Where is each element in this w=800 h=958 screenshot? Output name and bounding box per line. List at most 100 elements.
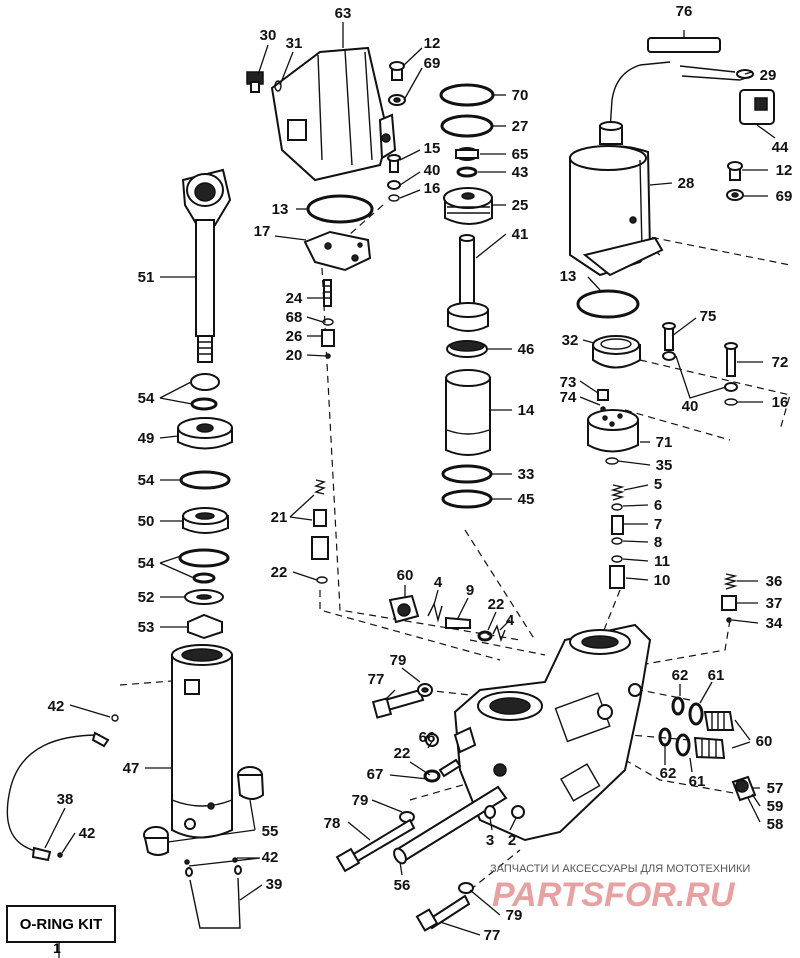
label-part-40: 40 xyxy=(424,162,441,179)
label-part-28: 28 xyxy=(678,175,695,192)
label-part-75: 75 xyxy=(700,308,717,325)
label-part-30: 30 xyxy=(260,27,277,44)
label-part-55: 55 xyxy=(262,823,279,840)
leader-lines xyxy=(44,22,776,958)
valve-parts-middle xyxy=(311,479,506,643)
part-labels: 76 29 44 28 12 69 30 31 63 12 69 70 27 6… xyxy=(48,3,793,944)
trim-motor-assembly xyxy=(569,37,775,277)
label-part-69: 69 xyxy=(776,188,793,205)
label-part-70: 70 xyxy=(512,87,529,104)
label-part-33: 33 xyxy=(518,466,535,483)
label-part-25: 25 xyxy=(512,197,529,214)
label-part-65: 65 xyxy=(512,146,529,163)
label-part-71: 71 xyxy=(656,434,673,451)
label-part-49: 49 xyxy=(138,430,155,447)
label-part-62: 62 xyxy=(660,765,677,782)
label-part-60: 60 xyxy=(397,567,414,584)
label-part-77: 77 xyxy=(484,927,501,944)
label-part-74: 74 xyxy=(560,389,577,406)
label-part-16: 16 xyxy=(424,180,441,197)
label-part-39: 39 xyxy=(266,876,283,893)
part-14-cylinder xyxy=(445,377,491,456)
part-13-ring-right xyxy=(576,289,640,319)
label-part-52: 52 xyxy=(138,589,155,606)
label-part-79: 79 xyxy=(352,792,369,809)
label-part-54: 54 xyxy=(138,555,155,572)
label-part-15: 15 xyxy=(424,140,441,157)
label-part-36: 36 xyxy=(766,573,783,590)
label-part-17: 17 xyxy=(254,223,271,240)
label-part-68: 68 xyxy=(286,309,303,326)
part-70-ring xyxy=(439,83,495,107)
label-part-45: 45 xyxy=(518,491,535,508)
trim-cylinder-assembly xyxy=(6,168,265,929)
label-part-63: 63 xyxy=(335,5,352,22)
screw-12-69-right xyxy=(726,161,744,201)
label-part-29: 29 xyxy=(760,67,777,84)
label-part-10: 10 xyxy=(654,572,671,589)
watermark-tagline: ЗАПЧАСТИ И АКСЕССУАРЫ ДЛЯ МОТОТЕХНИКИ xyxy=(490,863,750,875)
label-part-21: 21 xyxy=(271,509,288,526)
label-part-6: 6 xyxy=(654,497,662,514)
label-part-37: 37 xyxy=(766,595,783,612)
watermark-brand: PARTSFOR.RU xyxy=(492,876,736,914)
label-part-27: 27 xyxy=(512,118,529,135)
label-part-16: 16 xyxy=(772,394,789,411)
watermark: ЗАПЧАСТИ И АКСЕССУАРЫ ДЛЯ МОТОТЕХНИКИ PA… xyxy=(490,863,750,914)
label-part-7: 7 xyxy=(654,516,662,533)
o-ring-kit-number: 1 xyxy=(53,940,61,956)
part-76-sleeve xyxy=(647,37,721,53)
label-part-57: 57 xyxy=(767,780,784,797)
label-part-41: 41 xyxy=(512,226,529,243)
o-ring-kit-label: O-RING KIT xyxy=(19,915,103,933)
label-part-13: 13 xyxy=(560,268,577,285)
part-13-ring-left xyxy=(306,194,374,224)
label-part-79: 79 xyxy=(390,652,407,669)
part-27-ring xyxy=(440,114,494,138)
label-part-54: 54 xyxy=(138,472,155,489)
label-part-78: 78 xyxy=(324,815,341,832)
label-part-22: 22 xyxy=(394,745,411,762)
label-part-54: 54 xyxy=(138,390,155,407)
label-part-42: 42 xyxy=(48,698,65,715)
label-part-53: 53 xyxy=(138,619,155,636)
label-part-61: 61 xyxy=(689,773,706,790)
label-part-72: 72 xyxy=(772,354,789,371)
label-part-77: 77 xyxy=(368,671,385,688)
label-part-14: 14 xyxy=(518,402,535,419)
label-part-62: 62 xyxy=(672,667,689,684)
label-part-38: 38 xyxy=(57,791,74,808)
part-45-ring xyxy=(441,489,493,509)
label-part-73: 73 xyxy=(560,374,577,391)
bolts-and-pins xyxy=(335,683,508,932)
label-part-3: 3 xyxy=(486,832,494,849)
label-part-51: 51 xyxy=(138,269,155,286)
pump-stack xyxy=(439,83,495,509)
label-part-40: 40 xyxy=(682,398,699,415)
part-54-ring xyxy=(179,470,231,490)
label-part-66: 66 xyxy=(419,729,436,746)
reservoir-cover-63 xyxy=(246,46,406,182)
label-part-12: 12 xyxy=(776,162,793,179)
label-part-43: 43 xyxy=(512,164,529,181)
label-part-46: 46 xyxy=(518,341,535,358)
label-part-42: 42 xyxy=(262,849,279,866)
label-part-69: 69 xyxy=(424,55,441,72)
part-17-plate xyxy=(303,230,372,272)
label-part-22: 22 xyxy=(488,596,505,613)
label-part-47: 47 xyxy=(123,760,140,777)
part-53-nut xyxy=(187,613,223,640)
label-part-42: 42 xyxy=(79,825,96,842)
part-47-cylinder xyxy=(171,654,233,839)
manifold-housing xyxy=(453,623,652,842)
manifold-right-parts xyxy=(576,289,738,623)
label-part-12: 12 xyxy=(424,35,441,52)
label-part-20: 20 xyxy=(286,347,303,364)
label-part-4: 4 xyxy=(506,612,515,629)
label-part-60: 60 xyxy=(756,733,773,750)
label-part-56: 56 xyxy=(394,877,411,894)
label-part-61: 61 xyxy=(708,667,725,684)
label-part-22: 22 xyxy=(271,564,288,581)
